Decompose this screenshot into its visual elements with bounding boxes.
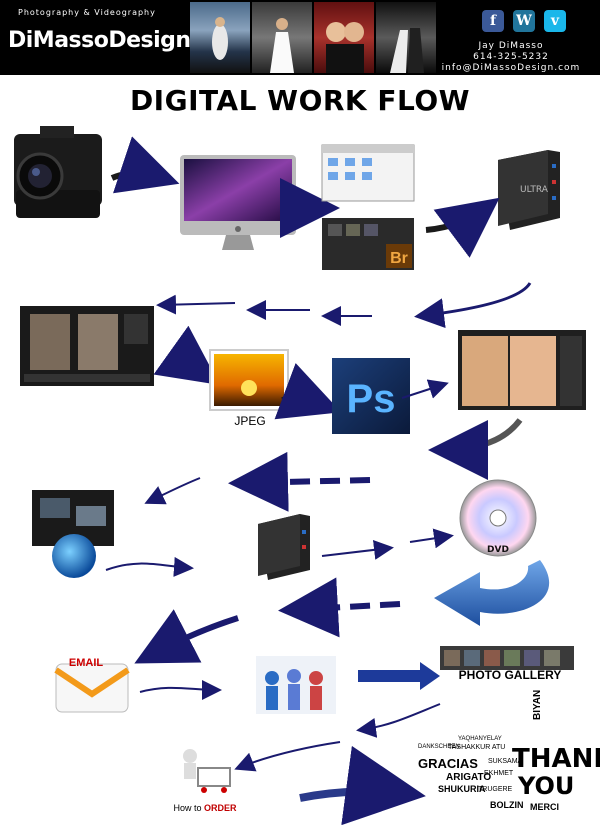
arrow-jpeg-to-photoshop bbox=[274, 363, 342, 420]
thank-word-arigato: ARIGATO bbox=[446, 772, 492, 783]
wordpress-icon[interactable]: W bbox=[513, 10, 535, 32]
arrow-to-dvd bbox=[409, 528, 454, 549]
retouch-screenshot-icon bbox=[458, 330, 586, 410]
bridge-app-icon: Br bbox=[322, 218, 414, 270]
email-envelope-icon: EMAIL bbox=[54, 657, 130, 713]
dvd-disc-icon: DVD bbox=[459, 479, 537, 557]
globe-icon bbox=[52, 534, 96, 578]
arrow-to-order bbox=[234, 741, 341, 772]
arrow-to-thank-you bbox=[299, 745, 426, 825]
arrow-web-to-drive bbox=[105, 556, 194, 577]
header-banner: Photography & Videography DiMassoDesign.… bbox=[0, 0, 600, 75]
thank-word-yaqhanyelay: YAQHANYELAY bbox=[458, 736, 502, 742]
arrow-return-1 bbox=[414, 282, 532, 329]
contact-name: Jay DiMasso bbox=[478, 41, 544, 51]
facebook-icon[interactable]: f bbox=[482, 10, 504, 32]
arrow-gallery-to-order bbox=[356, 703, 441, 738]
lightroom-window-icon bbox=[20, 306, 154, 386]
arrow-to-email bbox=[134, 609, 239, 664]
thank-word-dankscheen: DANKSCHEEN bbox=[418, 744, 460, 750]
vimeo-icon[interactable]: v bbox=[544, 10, 566, 32]
drive-brand-label: ULTRA bbox=[520, 185, 549, 195]
thank-word-shukuria: SHUKURIA bbox=[438, 784, 486, 794]
arrow-retouch-down bbox=[428, 418, 523, 480]
arrow-to-web bbox=[144, 477, 201, 505]
imac-icon bbox=[180, 155, 296, 250]
dvd-label: DVD bbox=[487, 545, 509, 555]
contact-email[interactable]: info@DiMassoDesign.com bbox=[441, 63, 581, 73]
jpeg-file-icon bbox=[209, 349, 289, 411]
social-network-icon bbox=[256, 656, 336, 714]
photo-gallery-banner bbox=[440, 646, 574, 670]
arrow-drive-to-dvd bbox=[321, 539, 394, 560]
photoshop-label: Ps bbox=[347, 377, 396, 421]
arrow-return-4 bbox=[156, 294, 236, 315]
photo-thumb-4 bbox=[376, 2, 436, 73]
thank-word-biyan: BIYAN bbox=[532, 689, 543, 720]
photo-thumb-3 bbox=[314, 2, 374, 73]
external-drive-icon: ULTRA bbox=[498, 150, 560, 230]
arrow-email-to-social bbox=[139, 679, 222, 700]
thank-word-thank: THANK bbox=[512, 744, 600, 774]
shopping-cart-icon bbox=[183, 749, 231, 793]
blue-return-arrow bbox=[434, 560, 550, 626]
email-label: EMAIL bbox=[69, 657, 104, 669]
thank-word-gracias: GRACIAS bbox=[418, 756, 478, 771]
jpeg-label: JPEG bbox=[234, 414, 266, 428]
thank-word-merci: MERCI bbox=[530, 802, 559, 812]
brand-tagline: Photography & Videography bbox=[18, 8, 156, 17]
arrow-camera-to-computer bbox=[110, 136, 180, 194]
finder-window-icon bbox=[321, 144, 415, 202]
arrow-dashed-return-2 bbox=[278, 577, 401, 638]
photo-gallery-label[interactable]: PHOTO GALLERY bbox=[458, 668, 562, 682]
arrow-to-drive bbox=[425, 197, 500, 258]
contact-phone[interactable]: 614-325-5232 bbox=[473, 52, 549, 62]
arrow-lightroom-to-jpeg bbox=[153, 325, 220, 385]
thank-word-ekhmet: EKHMET bbox=[484, 770, 514, 777]
order-prefix: How to bbox=[173, 803, 204, 813]
thank-you-word-cloud: THANK YOU GRACIAS ARIGATO SHUKURIA BOLZI… bbox=[414, 690, 600, 822]
camera-icon bbox=[14, 126, 102, 218]
thank-word-tashakkur: TASHAKKUR ATU bbox=[448, 744, 506, 751]
page-title: DIGITAL WORK FLOW bbox=[129, 84, 471, 117]
photo-thumb-2 bbox=[252, 2, 312, 73]
external-drive-2-icon bbox=[258, 514, 310, 580]
thank-word-bolzin: BOLZIN bbox=[490, 800, 524, 810]
thank-word-trugere: TRUGERE bbox=[478, 786, 513, 793]
arrow-dashed-return-1 bbox=[228, 451, 371, 512]
bridge-label: Br bbox=[390, 250, 408, 267]
order-link[interactable]: How to ORDER bbox=[170, 803, 240, 813]
arrow-to-retouch bbox=[401, 379, 449, 399]
thank-word-you: YOU bbox=[518, 772, 575, 800]
order-highlight: ORDER bbox=[204, 803, 237, 813]
photoshop-icon: Ps bbox=[332, 358, 410, 434]
photo-thumb-1 bbox=[190, 2, 250, 73]
thank-word-suksama: SUKSAMA bbox=[488, 758, 523, 765]
